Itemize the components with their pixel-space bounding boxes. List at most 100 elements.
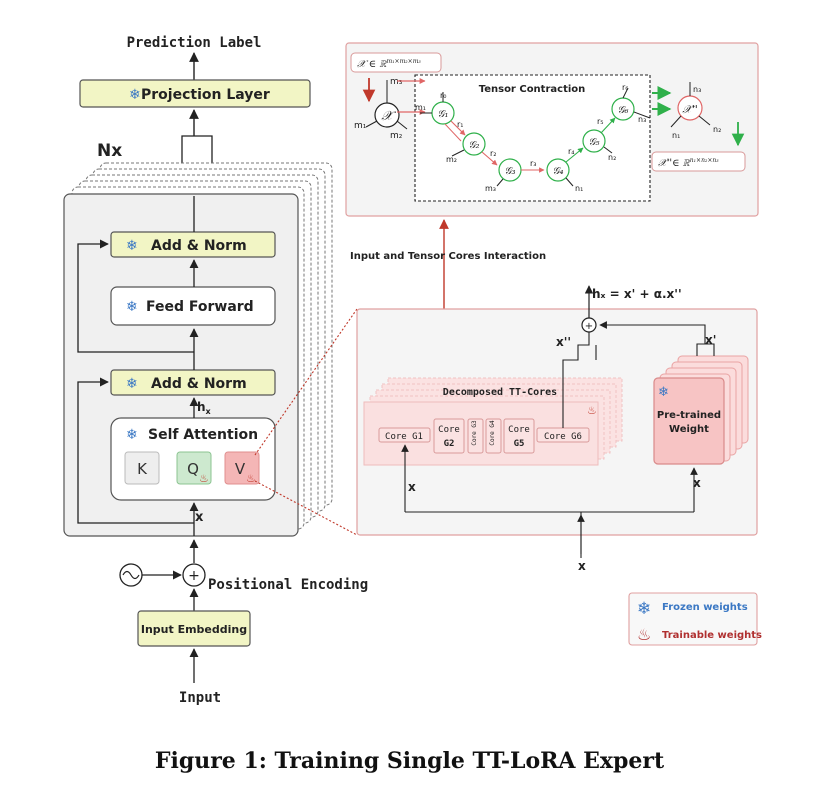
- svg-text:Core G3: Core G3: [471, 420, 478, 446]
- svg-text:n₃: n₃: [638, 115, 646, 124]
- x-def-label: 𝒳 ∈ ℝm₁×m₂×m₃: [357, 58, 421, 70]
- svg-text:Core: Core: [508, 425, 530, 435]
- self-attention-box: ❄ Self Attention K Q ♨ V ♨: [110, 417, 276, 501]
- snowflake-icon: ❄: [637, 599, 651, 619]
- svg-text:r₁: r₁: [457, 120, 464, 129]
- svg-text:r₂: r₂: [490, 149, 497, 158]
- input-embedding-box: Input Embedding: [137, 610, 251, 647]
- x-output-def-box: [651, 151, 746, 172]
- svg-text:+: +: [585, 321, 593, 332]
- svg-text:n₃: n₃: [693, 85, 701, 94]
- svg-text:r₀: r₀: [440, 91, 447, 100]
- svg-text:m₂: m₂: [390, 131, 403, 141]
- x-bottom-label: x: [578, 559, 586, 573]
- snowflake-icon: ❄: [126, 376, 138, 392]
- key-label: K: [137, 460, 148, 478]
- weight-label: Weight: [669, 424, 709, 435]
- add-norm-top-box: ❄ Add & Norm: [110, 231, 276, 258]
- snowflake-icon: ❄: [126, 238, 138, 254]
- svg-text:Core G6: Core G6: [544, 432, 582, 442]
- x-label-attention: x: [195, 510, 204, 525]
- snowflake-icon: ❄: [658, 385, 669, 400]
- pretrained-label: Pre-trained: [657, 410, 721, 421]
- add-norm-bottom-box: ❄ Add & Norm: [110, 369, 276, 396]
- query-label: Q: [187, 460, 199, 478]
- x-double-prime-label: x'': [556, 335, 571, 349]
- interaction-label: Input and Tensor Cores Interaction: [350, 251, 546, 262]
- decomposed-label: Decomposed TT-Cores: [443, 387, 557, 398]
- trainable-legend-label: Trainable weights: [662, 630, 762, 641]
- svg-text:𝒢₅: 𝒢₅: [588, 137, 599, 148]
- x-left-label: x: [408, 480, 416, 494]
- core-g5-node: [582, 129, 606, 153]
- flame-icon: ♨: [246, 472, 256, 485]
- svg-text:n₁: n₁: [575, 184, 583, 193]
- svg-text:r₃: r₃: [530, 159, 537, 168]
- add-norm-top-label: Add & Norm: [151, 238, 247, 254]
- projection-layer-label: Projection Layer: [141, 87, 270, 103]
- hx-equation: hₓ = x' + α.x'': [592, 287, 682, 301]
- core-g4: Core G4: [485, 418, 502, 454]
- core-g2: Core G2: [433, 418, 465, 454]
- input-label: Input: [179, 690, 221, 706]
- core-g6: Core G6: [536, 427, 590, 443]
- svg-text:r₅: r₅: [597, 117, 604, 126]
- hx-label: hx: [197, 400, 212, 416]
- svg-text:m₂: m₂: [446, 155, 457, 164]
- add-norm-bottom-label: Add & Norm: [151, 376, 247, 392]
- svg-text:G5: G5: [514, 439, 525, 449]
- svg-text:Core G4: Core G4: [489, 420, 496, 446]
- x-prime-label: x': [705, 333, 716, 347]
- tensor-contraction-label: Tensor Contraction: [479, 84, 586, 95]
- legend: [628, 592, 758, 646]
- figure-caption: Figure 1: Training Single TT-LoRA Expert: [154, 748, 665, 774]
- projection-layer-box: ❄ Projection Layer: [79, 79, 311, 108]
- nx-label: Nx: [97, 141, 122, 161]
- core-g1: Core G1: [378, 427, 431, 443]
- svg-text:r₆: r₆: [622, 83, 629, 92]
- flame-icon: ♨: [587, 404, 597, 417]
- input-embedding-label: Input Embedding: [141, 623, 247, 636]
- svg-text:𝒢₂: 𝒢₂: [468, 140, 479, 151]
- svg-text:m₃: m₃: [485, 184, 496, 193]
- svg-text:n₂: n₂: [608, 153, 616, 162]
- svg-text:Core: Core: [438, 425, 460, 435]
- feed-forward-box: ❄ Feed Forward: [110, 286, 276, 326]
- tensor-contraction-box: [414, 74, 651, 202]
- flame-icon: ♨: [199, 472, 209, 485]
- add-circle: [182, 563, 206, 587]
- svg-text:𝒢₁: 𝒢₁: [437, 109, 448, 120]
- snowflake-icon: ❄: [126, 299, 138, 315]
- svg-text:m₁: m₁: [415, 103, 426, 112]
- core-g5: Core G5: [503, 418, 535, 454]
- svg-text:m₃: m₃: [390, 77, 403, 87]
- feed-forward-label: Feed Forward: [146, 299, 254, 315]
- svg-text:n₁: n₁: [672, 131, 680, 140]
- positional-encoding-label: Positional Encoding: [208, 577, 368, 593]
- core-g3: Core G3: [467, 418, 484, 454]
- frozen-legend-label: Frozen weights: [662, 602, 748, 613]
- svg-text:𝒢₃: 𝒢₃: [504, 166, 515, 177]
- value-label: V: [235, 460, 246, 478]
- svg-text:G2: G2: [444, 439, 455, 449]
- svg-text:+: +: [188, 568, 200, 584]
- svg-text:Core G1: Core G1: [385, 432, 423, 442]
- x-output-def-label: 𝒳''∈ ℝn₁×n₂×n₃: [658, 157, 719, 169]
- pretrained-weight-stack: [653, 355, 749, 465]
- flame-icon: ♨: [637, 625, 651, 644]
- snowflake-icon: ❄: [129, 87, 141, 103]
- svg-text:r₄: r₄: [568, 147, 575, 156]
- core-g4-node: [546, 158, 570, 182]
- svg-text:m₁: m₁: [354, 121, 367, 131]
- svg-text:n₂: n₂: [713, 125, 721, 134]
- core-g2-node: [462, 132, 486, 156]
- prediction-label: Prediction Label: [127, 35, 262, 51]
- self-attention-label: Self Attention: [148, 427, 258, 443]
- x-right-label: x: [693, 476, 701, 490]
- svg-text:𝒢₄: 𝒢₄: [552, 166, 563, 177]
- svg-text:𝒳'': 𝒳'': [682, 103, 698, 116]
- x-def-box: [350, 52, 442, 73]
- snowflake-icon: ❄: [126, 427, 138, 443]
- svg-text:𝒢₆: 𝒢₆: [617, 105, 628, 116]
